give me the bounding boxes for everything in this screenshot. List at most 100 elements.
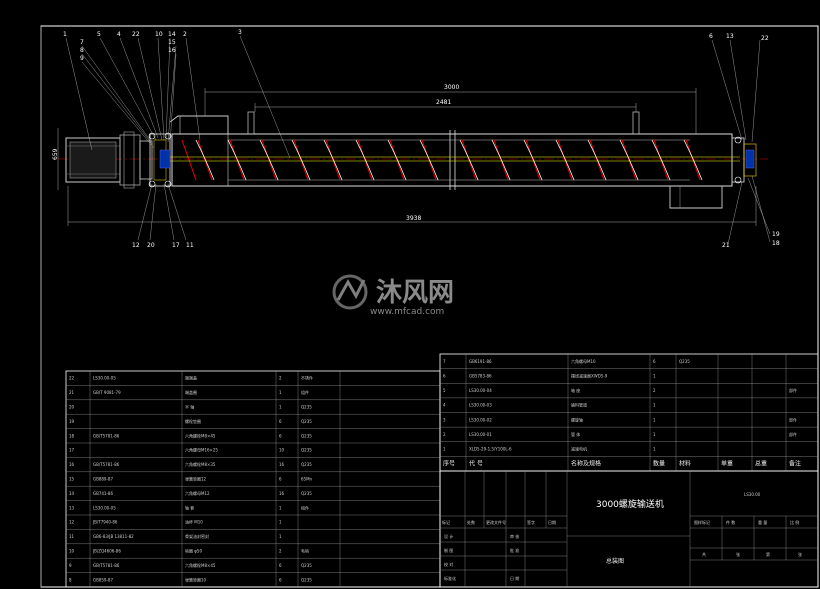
callout-15: 15 bbox=[168, 39, 176, 46]
bom-right-cell: 2 bbox=[443, 432, 446, 437]
bom-left-cell: 15 bbox=[69, 477, 75, 482]
role-check: 校 对 bbox=[444, 561, 453, 567]
bom-left-cell: 毡圈 φ50 bbox=[185, 548, 202, 554]
bom-left-cell: 6 bbox=[279, 419, 282, 424]
bom-right-header: 代 号 bbox=[469, 460, 483, 468]
bom-left-cell: 1 bbox=[279, 390, 282, 395]
sheet-total-label: 共 bbox=[702, 551, 706, 557]
bom-left-cell: 六角螺母M12 bbox=[185, 490, 210, 496]
bom-left-cell: 骨架油封密封 bbox=[185, 533, 209, 539]
bom-left-cell: Q235 bbox=[301, 462, 312, 467]
watermark-brand: 沐风网 bbox=[376, 278, 454, 308]
bom-left-cell: 65Mn bbox=[301, 477, 313, 482]
bom-left-cell: Q235 bbox=[301, 405, 312, 410]
bom-right-cell: 螺旋轴 bbox=[571, 416, 583, 422]
bom-right-cell: 部件 bbox=[789, 416, 797, 422]
conveyor-assembly bbox=[58, 111, 768, 209]
bom-right-cell: GB5783-86 bbox=[469, 373, 492, 378]
bom-left-cell: 17 bbox=[69, 448, 75, 453]
stage-count: 件 数 bbox=[726, 519, 735, 525]
drawing-number: LS30.00 bbox=[744, 492, 761, 497]
bom-left-cell: GB/T5781-86 bbox=[93, 433, 120, 438]
role-standard: 标准化 bbox=[444, 575, 456, 581]
callout-21: 21 bbox=[722, 242, 730, 249]
bom-right-cell: LS30.00-03 bbox=[469, 403, 492, 408]
bom-right-cell: 6 bbox=[653, 359, 656, 364]
stage-mark: 图样标记 bbox=[694, 519, 710, 525]
role-date: 日 期 bbox=[510, 575, 519, 581]
callout-4: 4 bbox=[117, 31, 121, 38]
title-block: 标记 处数 更改文件号 签字 日期 设 计 制 图 校 对 标准化 审 核 批 … bbox=[439, 470, 819, 588]
callout-9: 9 bbox=[80, 55, 84, 62]
bom-left-cell: GB/T 9081-79 bbox=[93, 390, 121, 395]
bom-left-cell: GB/T5781-86 bbox=[93, 563, 120, 568]
bom-left-cell: 1 bbox=[279, 520, 282, 525]
callout-5: 5 bbox=[97, 31, 101, 38]
bom-left-cell: 组件 bbox=[301, 389, 309, 395]
callout-22: 22 bbox=[132, 31, 140, 38]
bom-left-cell: 六角螺栓M8×35 bbox=[185, 461, 216, 467]
bom-left-cell: Q235 bbox=[301, 563, 312, 568]
bom-left-cell: 六角螺栓M8×45 bbox=[185, 562, 216, 568]
watermark-logo bbox=[332, 274, 368, 310]
role-approve: 批 准 bbox=[510, 547, 519, 553]
bom-left-cell: 2 bbox=[279, 549, 282, 554]
callout-12: 12 bbox=[132, 242, 140, 249]
bom-left-cell: 6 bbox=[279, 563, 282, 568]
bom-left-cell: 14 bbox=[69, 491, 75, 496]
rev-header-sign: 签字 bbox=[527, 519, 535, 525]
bom-left-cell: 组件 bbox=[301, 504, 309, 510]
bom-right-cell: Q235 bbox=[679, 359, 690, 364]
bom-left-cell: GB859-87 bbox=[93, 577, 113, 582]
bom-right-cell: 2 bbox=[653, 388, 656, 393]
bom-left-cell: 16 bbox=[69, 462, 75, 467]
bom-left-cell: 18 bbox=[69, 433, 75, 438]
bom-right-cell: LS30.00-04 bbox=[469, 388, 492, 393]
bom-right-cell: 7 bbox=[443, 359, 446, 364]
callout-3: 3 bbox=[238, 29, 242, 36]
bom-right-cell: 1 bbox=[653, 447, 656, 452]
bom-left-cell: 端盖圈 bbox=[185, 389, 197, 395]
role-design: 设 计 bbox=[444, 533, 453, 539]
bom-left-cell: 6 bbox=[279, 477, 282, 482]
bom-left-cell: 不锈件 bbox=[301, 375, 313, 381]
bom-left-cell: LS30.00-05 bbox=[93, 505, 116, 510]
bom-left-cell: 1 bbox=[279, 505, 282, 510]
bom-right-header: 单重 bbox=[721, 460, 733, 468]
bom-right-cell: 摆线减速器XWD5-9 bbox=[571, 372, 608, 378]
bom-left-cell: 半 轴 bbox=[185, 404, 194, 410]
leader-lines bbox=[65, 35, 771, 245]
bom-right-cell: 部件 bbox=[789, 431, 797, 437]
bom-left-cell: 端端盖 bbox=[185, 375, 197, 381]
bom-right-cell: XLD5-29-1.5/Y100L-6 bbox=[469, 447, 512, 452]
bom-left-cell: GB6-83/JB 13811-82 bbox=[93, 534, 134, 539]
bom-right-cell: LS30.00-01 bbox=[469, 432, 492, 437]
bom-right-header: 序号 bbox=[443, 460, 455, 468]
bom-left-cell: 8 bbox=[69, 577, 72, 582]
rev-header-mark: 标记 bbox=[442, 519, 450, 525]
callout-10: 10 bbox=[155, 31, 163, 38]
rev-header-count: 处数 bbox=[467, 519, 475, 525]
bom-left-cell: 20 bbox=[69, 405, 75, 410]
bom-left-cell: 13 bbox=[69, 505, 75, 510]
bom-left-cell: Q235 bbox=[301, 577, 312, 582]
bom-right-cell: 1 bbox=[653, 403, 656, 408]
role-review: 审 核 bbox=[510, 533, 519, 539]
bom-right-header: 总重 bbox=[755, 460, 767, 468]
bom-left-cell: GB/T5781-86 bbox=[93, 462, 120, 467]
bom-left-cell: GB889-87 bbox=[93, 477, 113, 482]
bom-left-cell: 六角螺栓M8×45 bbox=[185, 432, 216, 438]
dim-overall-top: 3000 bbox=[444, 84, 459, 91]
bom-right-cell: 输料管道 bbox=[571, 402, 587, 408]
bom-right-cell: 六角螺母M10 bbox=[571, 358, 596, 364]
bom-left-cell: 1 bbox=[279, 534, 282, 539]
bom-right-cell: 4 bbox=[443, 403, 446, 408]
sheet-total-unit: 张 bbox=[736, 551, 740, 557]
bom-right-header: 数量 bbox=[653, 460, 665, 468]
bom-left-cell: Q235 bbox=[301, 491, 312, 496]
stage-weight: 重 量 bbox=[758, 519, 767, 525]
callout-6: 6 bbox=[709, 33, 713, 40]
bom-left-cell: LS30.00-05 bbox=[93, 376, 116, 381]
